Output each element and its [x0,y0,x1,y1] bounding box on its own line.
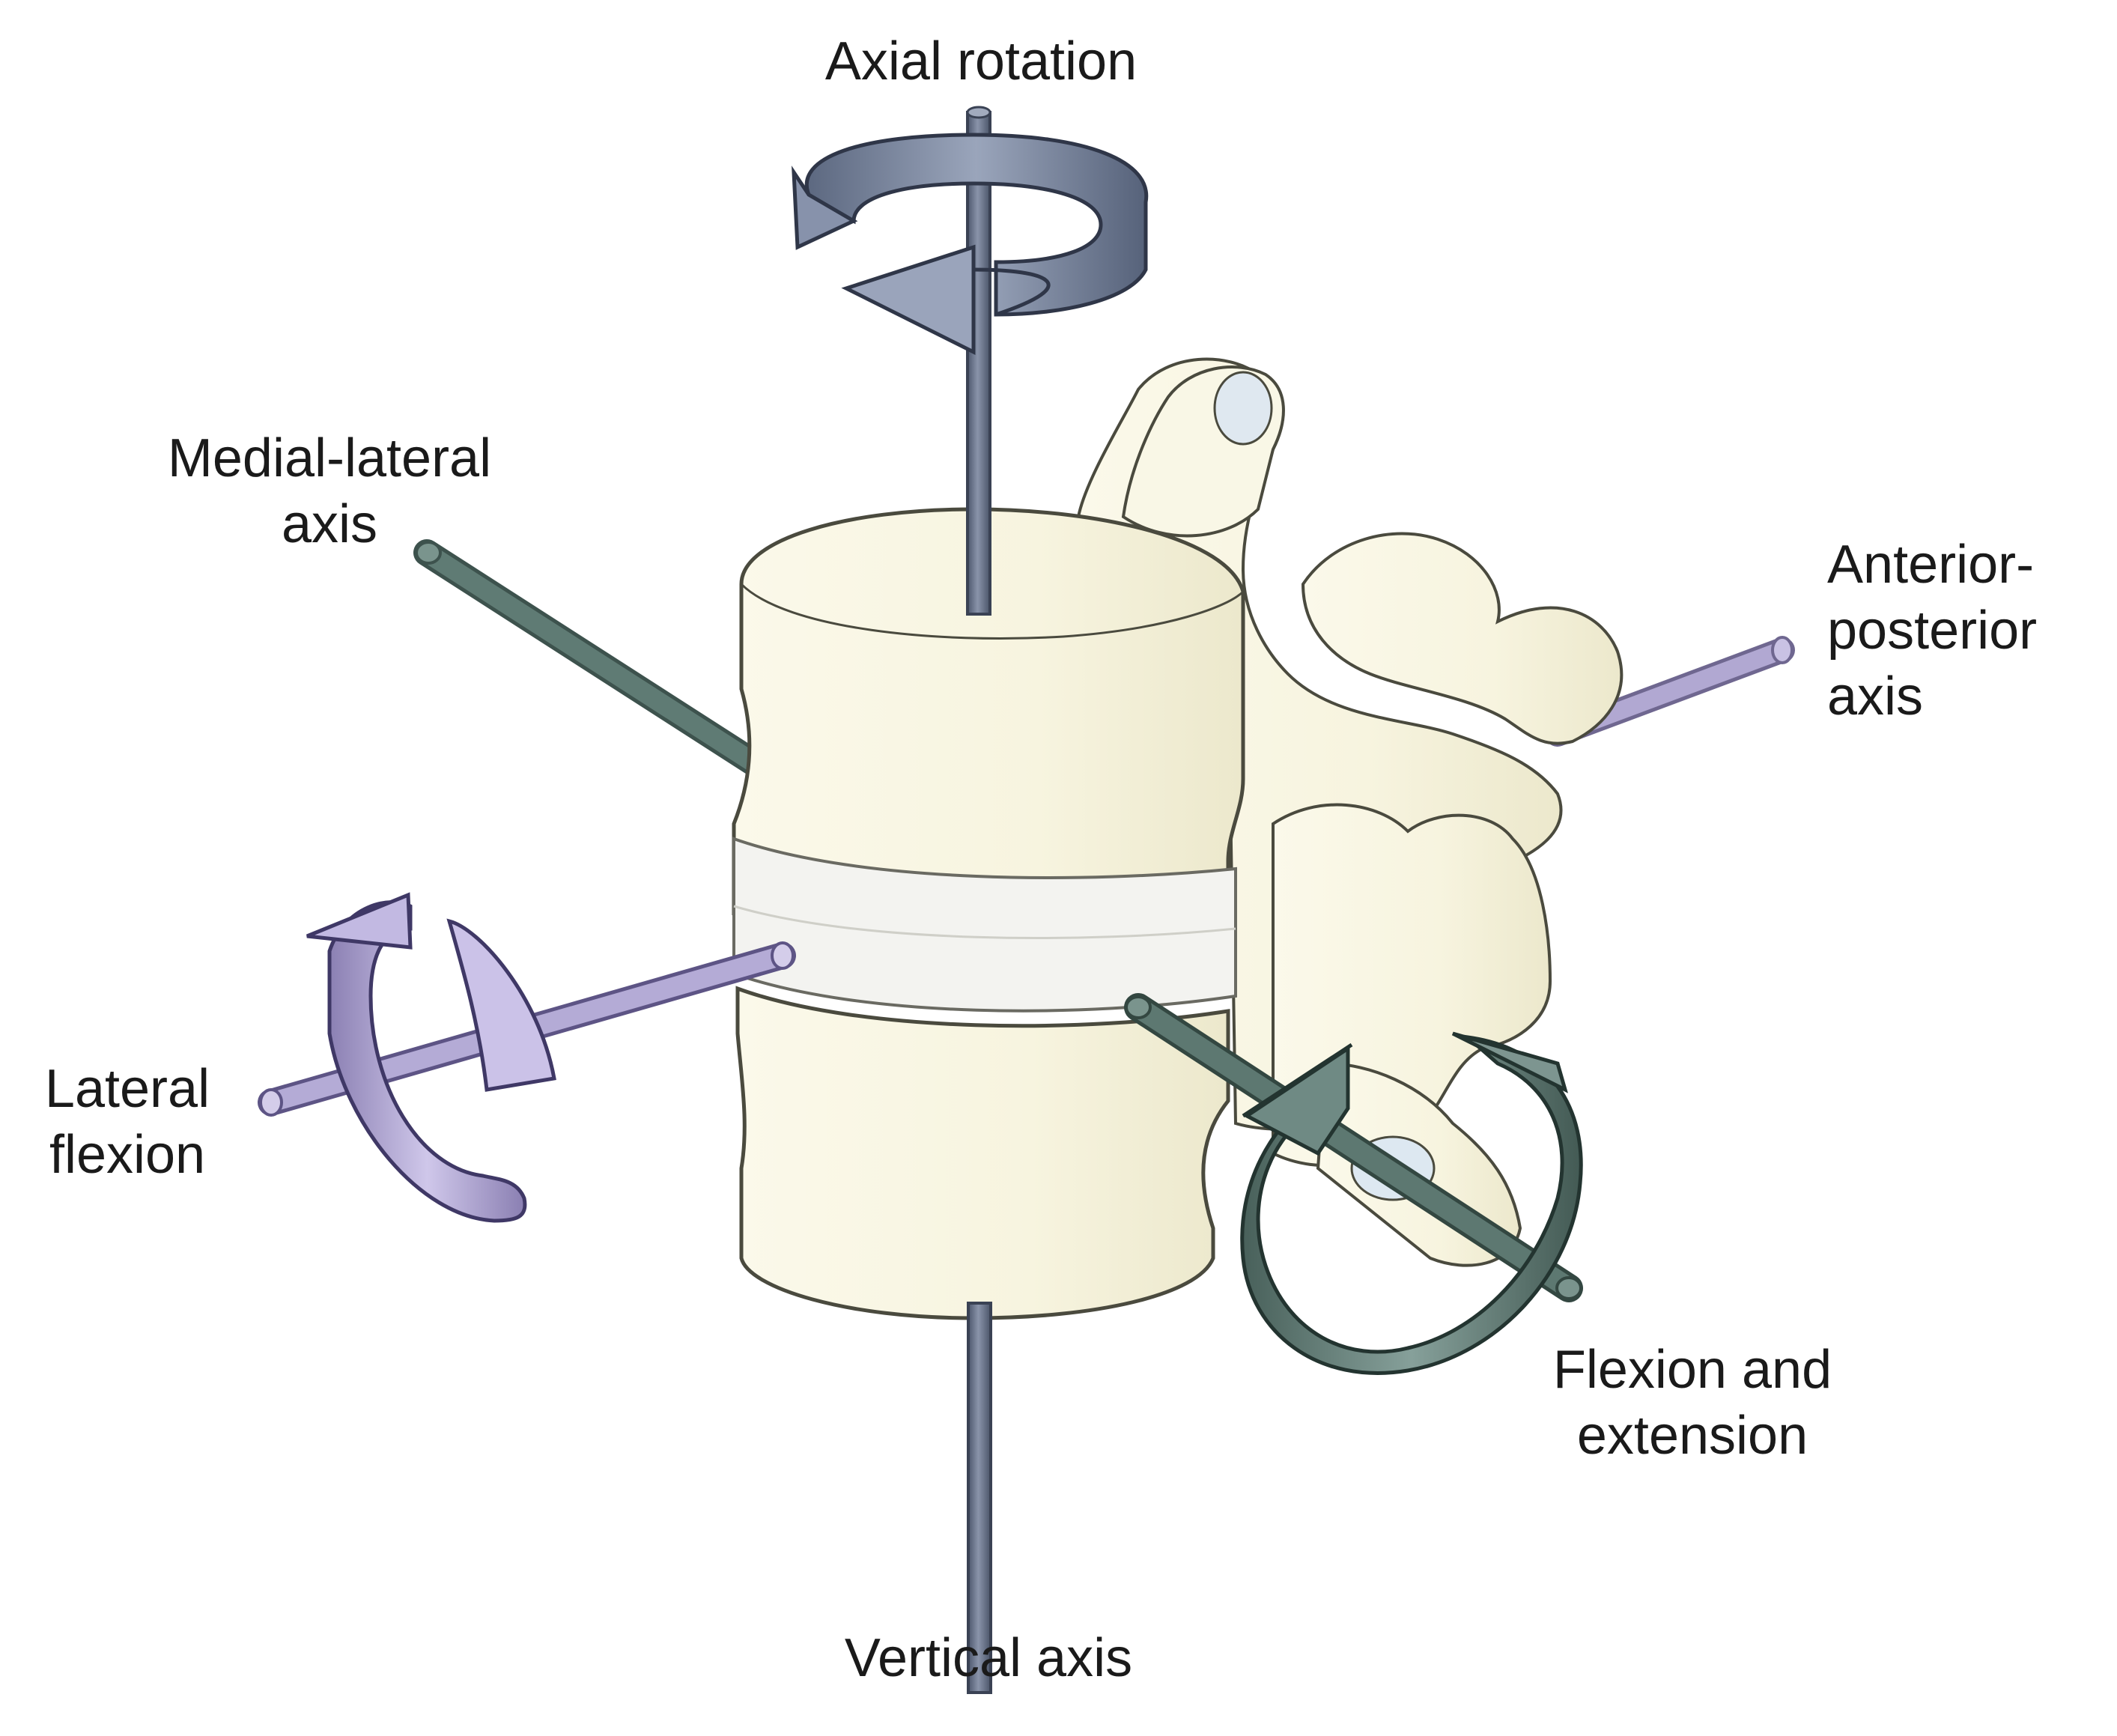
flexion-extension-arrow [1240,1031,1583,1375]
lateral-flexion-arrow [306,892,556,1223]
vertical-axis [966,106,992,1694]
medial-lateral-line-1: Medial-lateral [167,428,492,488]
lateral-flexion-line-1: Lateral [44,1059,210,1119]
intervertebral-disc [732,837,1237,1013]
lower-vertebral-body [735,986,1230,1320]
flexion-extension-line-2: extension [1576,1406,1808,1466]
medial-lateral-axis-back [413,539,792,792]
anterior-posterior-line-2: posterior [1827,601,2038,661]
lateral-flexion-line-2: flexion [49,1125,206,1185]
anterior-posterior-line-3: axis [1827,667,1924,726]
anterior-posterior-line-1: Anterior- [1827,535,2035,595]
flexion-extension-line-1: Flexion and [1552,1340,1832,1400]
vertical-axis-text: Vertical axis [844,1628,1133,1688]
medial-lateral-line-2: axis [281,494,378,554]
medial-lateral-axis-front [1124,993,1583,1302]
label-medial-lateral-axis: Medial-lateral axis [120,425,539,557]
axial-rotation-arrow [792,133,1149,356]
label-lateral-flexion: Lateral flexion [15,1056,240,1188]
label-vertical-axis: Vertical axis [749,1625,1228,1691]
axial-rotation-text: Axial rotation [824,31,1138,91]
label-flexion-extension: Flexion and extension [1505,1337,1880,1469]
superior-articular-process [1121,365,1285,538]
label-anterior-posterior-axis: Anterior- posterior axis [1827,532,2112,729]
label-axial-rotation: Axial rotation [779,28,1183,94]
